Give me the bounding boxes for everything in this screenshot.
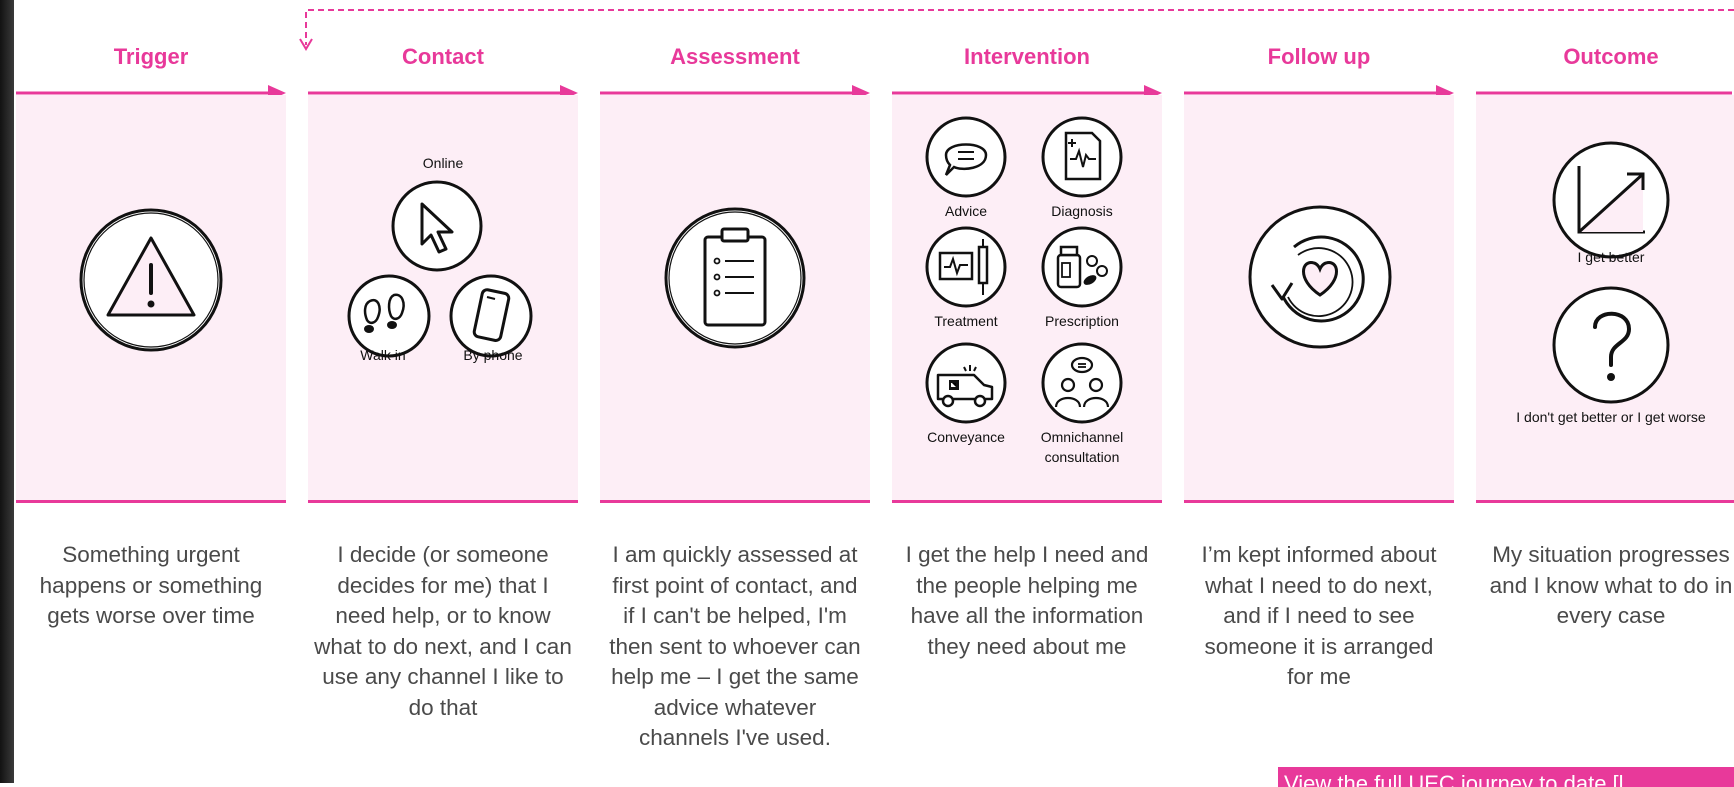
stage-title: Trigger bbox=[113, 44, 189, 69]
loop-back-arrow bbox=[299, 9, 1734, 51]
stage-description: Something urgent happens or something ge… bbox=[39, 542, 263, 628]
panel-divider bbox=[892, 500, 1162, 503]
stage-panel: I get better I don't get better or I get… bbox=[1476, 95, 1734, 502]
question-icon bbox=[1552, 286, 1670, 404]
stage-description: My situation progresses and I know what … bbox=[1489, 542, 1733, 628]
stage-title: Follow up bbox=[1267, 44, 1371, 69]
stage-assessment: Assessment I am quickly assessed at firs… bbox=[600, 0, 870, 783]
stage-description: I’m kept informed about what I need to d… bbox=[1201, 542, 1437, 689]
option-label-better: I get better bbox=[1577, 249, 1645, 265]
option-label-omnichannel: Omnichannel consultation bbox=[1040, 429, 1124, 465]
stage-intervention: Intervention Advice Diagnosis Treatment bbox=[892, 0, 1162, 783]
trend-up-icon bbox=[1552, 141, 1670, 259]
stage-title: Contact bbox=[402, 44, 484, 69]
stage-panel bbox=[1184, 95, 1454, 502]
cursor-icon bbox=[391, 180, 483, 272]
panel-divider bbox=[600, 500, 870, 503]
stage-outcome: Outcome I get better I don't get better … bbox=[1476, 0, 1734, 783]
stage-trigger: Trigger Something urgent happens or some… bbox=[16, 0, 286, 783]
speech-bubble-icon bbox=[925, 116, 1007, 198]
stage-panel bbox=[16, 95, 286, 502]
stage-panel bbox=[600, 95, 870, 502]
footprints-icon bbox=[347, 274, 431, 358]
stage-arrow bbox=[1476, 91, 1732, 95]
diagnosis-report-icon bbox=[1041, 116, 1123, 198]
warning-icon bbox=[79, 208, 223, 352]
stage-description: I get the help I need and the people hel… bbox=[905, 542, 1149, 659]
ambulance-icon bbox=[925, 342, 1007, 424]
panel-divider bbox=[308, 500, 578, 503]
consultation-icon bbox=[1041, 342, 1123, 424]
panel-divider bbox=[1476, 500, 1734, 503]
pills-icon bbox=[1041, 226, 1123, 308]
stage-description: I am quickly assessed at first point of … bbox=[609, 542, 861, 750]
stage-title: Intervention bbox=[964, 44, 1090, 69]
stage-panel: Online Walk in By phone bbox=[308, 95, 578, 502]
option-label-prescription: Prescription bbox=[1045, 313, 1119, 329]
window-edge-strip bbox=[0, 0, 14, 783]
stage-panel: Advice Diagnosis Treatment Pres bbox=[892, 95, 1162, 502]
stage-follow-up: Follow up I’m kept informed about what I… bbox=[1184, 0, 1454, 783]
full-journey-link[interactable]: View the full UEC journey to date [l... bbox=[1278, 767, 1734, 787]
stage-description: I decide (or someone decides for me) tha… bbox=[314, 542, 572, 720]
monitor-syringe-icon bbox=[925, 226, 1007, 308]
option-label-by-phone: By phone bbox=[463, 347, 523, 363]
heart-cycle-icon bbox=[1248, 205, 1392, 349]
option-label-walk-in: Walk in bbox=[360, 347, 406, 363]
clipboard-icon bbox=[664, 207, 806, 349]
option-label-conveyance: Conveyance bbox=[927, 429, 1005, 445]
stage-title: Assessment bbox=[670, 44, 800, 69]
option-label-treatment: Treatment bbox=[934, 313, 998, 329]
stage-contact: Contact Online Walk in By phone I decide… bbox=[308, 0, 578, 783]
option-label-advice: Advice bbox=[944, 203, 988, 219]
stage-title: Outcome bbox=[1563, 44, 1659, 69]
option-label-online: Online bbox=[422, 155, 464, 171]
window-edge bbox=[0, 0, 14, 783]
panel-divider bbox=[1184, 500, 1454, 503]
option-label-diagnosis: Diagnosis bbox=[1051, 203, 1113, 219]
panel-divider bbox=[16, 500, 286, 503]
option-label-worse: I don't get better or I get worse bbox=[1516, 409, 1706, 425]
phone-icon bbox=[449, 274, 533, 358]
